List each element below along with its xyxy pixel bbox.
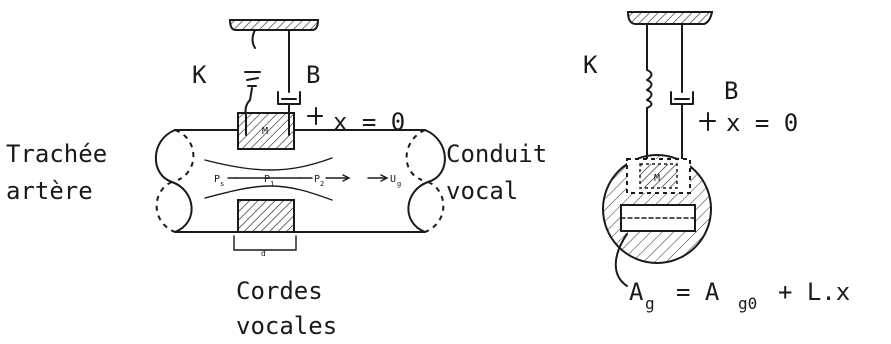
pressure-p1: P 1 [264,174,274,188]
svg-text:g0: g0 [738,294,757,313]
position-label: x = 0 [333,108,405,136]
trachea-label-line1: Trachée [6,140,107,168]
svg-text:d: d [261,249,266,258]
ceiling-support-right [626,11,714,25]
ceiling-support [228,19,320,31]
damper-label-b-right: B [724,77,738,105]
vocal-tract-end-cross-section [405,129,446,233]
cords-label-line2: vocales [236,312,337,339]
pressure-ps: P s [214,174,224,188]
svg-text:+ L.x: + L.x [778,278,850,306]
spring-label-k: K [192,61,207,89]
svg-text:g: g [397,180,401,188]
damper-b-right [670,23,694,161]
tract-label-line2: vocal [446,177,518,205]
svg-text:P: P [314,174,320,185]
position-label-right: x = 0 [726,109,798,137]
position-marker-right [699,112,716,131]
svg-text:P: P [264,174,270,185]
tract-label-line1: Conduit [446,140,547,168]
svg-text:U: U [390,174,396,185]
position-marker [307,107,323,125]
velocity-ug: U g [390,174,401,188]
svg-text:g: g [645,294,655,313]
svg-text:P: P [214,174,220,185]
pressure-p2: P 2 [314,174,324,188]
damper-label-b: B [306,61,320,89]
svg-text:2: 2 [320,180,324,188]
mass-label-right: M [654,173,660,184]
svg-text:A: A [629,278,644,306]
airflow-streamlines [204,157,389,201]
svg-text:s: s [220,180,224,188]
mass-label: M [262,126,268,137]
spring-label-k-right: K [583,51,598,79]
bottom-mass-block [237,199,295,233]
trachea-end-cross-section [154,129,195,233]
cords-label-line1: Cordes [236,277,323,305]
spring-k-right [646,23,653,161]
right-figure: M [602,11,716,287]
area-equation: A g = A g0 + L.x [629,278,850,313]
svg-text:1: 1 [270,180,274,188]
left-figure: M P [154,19,446,258]
trachea-label-line2: artère [6,177,93,205]
area-leader-line [614,233,628,287]
length-bracket: d [233,235,297,258]
svg-text:= A: = A [676,278,720,306]
top-mass-block [237,112,295,150]
